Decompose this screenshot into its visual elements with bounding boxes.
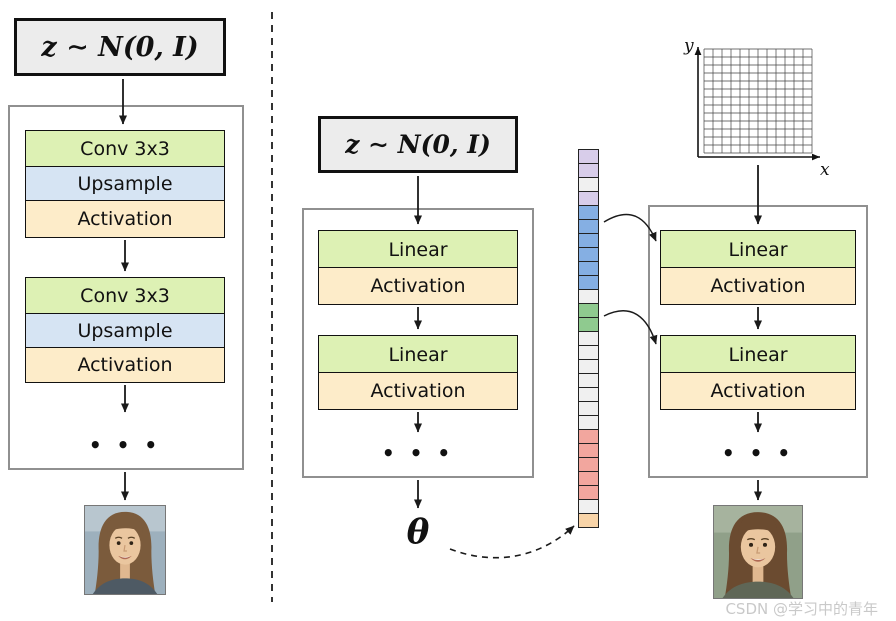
left-conv1-block: Conv 3x3 bbox=[25, 130, 225, 168]
grid-vertical-lines bbox=[703, 49, 813, 153]
left-upsample1-block: Upsample bbox=[25, 166, 225, 202]
arrow-theta-to-vector-dashed bbox=[449, 525, 575, 559]
grid-horizontal-lines bbox=[704, 48, 812, 154]
param-cell bbox=[578, 177, 599, 192]
x-axis-arrowhead bbox=[812, 153, 820, 161]
param-cell bbox=[578, 485, 599, 500]
y-axis-label: y bbox=[683, 36, 694, 56]
middle-latent-box: z ∼ N(0, I) bbox=[318, 116, 518, 173]
left-latent-label: z ∼ N(0, I) bbox=[41, 31, 199, 63]
param-cell bbox=[578, 387, 599, 402]
param-cell bbox=[578, 317, 599, 332]
middle-latent-label: z ∼ N(0, I) bbox=[345, 130, 491, 159]
param-cell bbox=[578, 457, 599, 472]
param-cell bbox=[578, 261, 599, 276]
x-axis-label: x bbox=[820, 160, 830, 177]
param-cell bbox=[578, 247, 599, 262]
param-cell bbox=[578, 429, 599, 444]
param-cell bbox=[578, 373, 599, 388]
left-latent-box: z ∼ N(0, I) bbox=[14, 18, 226, 76]
param-cell bbox=[578, 205, 599, 220]
left-activation1-block: Activation bbox=[25, 200, 225, 238]
middle-activation2-block: Activation bbox=[318, 372, 518, 410]
param-cell bbox=[578, 303, 599, 318]
param-cell bbox=[578, 289, 599, 304]
param-cell bbox=[578, 331, 599, 346]
param-cell bbox=[578, 415, 599, 430]
param-cell bbox=[578, 149, 599, 164]
parameter-vector bbox=[578, 149, 599, 528]
param-cell bbox=[578, 499, 599, 514]
param-cell bbox=[578, 219, 599, 234]
left-conv2-block: Conv 3x3 bbox=[25, 277, 225, 315]
right-linear2-block: Linear bbox=[660, 335, 856, 374]
param-cell bbox=[578, 359, 599, 374]
left-face-illustration bbox=[85, 506, 165, 594]
param-cell bbox=[578, 163, 599, 178]
left-ellipsis: • • • bbox=[88, 433, 162, 457]
param-cell bbox=[578, 513, 599, 528]
middle-ellipsis: • • • bbox=[381, 441, 455, 465]
param-cell bbox=[578, 275, 599, 290]
right-face-illustration bbox=[714, 506, 802, 598]
right-linear1-block: Linear bbox=[660, 230, 856, 269]
param-cell bbox=[578, 401, 599, 416]
left-upsample2-block: Upsample bbox=[25, 313, 225, 349]
middle-activation1-block: Activation bbox=[318, 267, 518, 305]
right-ellipsis: • • • bbox=[721, 441, 795, 465]
param-cell bbox=[578, 443, 599, 458]
right-activation2-block: Activation bbox=[660, 372, 856, 410]
param-cell bbox=[578, 191, 599, 206]
param-cell bbox=[578, 471, 599, 486]
coordinate-grid: y x bbox=[683, 36, 830, 177]
middle-linear2-block: Linear bbox=[318, 335, 518, 374]
param-cell bbox=[578, 233, 599, 248]
middle-linear1-block: Linear bbox=[318, 230, 518, 269]
theta-symbol: θ bbox=[406, 512, 430, 552]
right-output-face-image bbox=[713, 505, 803, 599]
right-activation1-block: Activation bbox=[660, 267, 856, 305]
watermark-text: CSDN @学习中的青年 bbox=[725, 600, 878, 618]
param-cell bbox=[578, 345, 599, 360]
left-activation2-block: Activation bbox=[25, 347, 225, 383]
y-axis-arrowhead bbox=[694, 47, 702, 55]
left-output-face-image bbox=[84, 505, 166, 595]
